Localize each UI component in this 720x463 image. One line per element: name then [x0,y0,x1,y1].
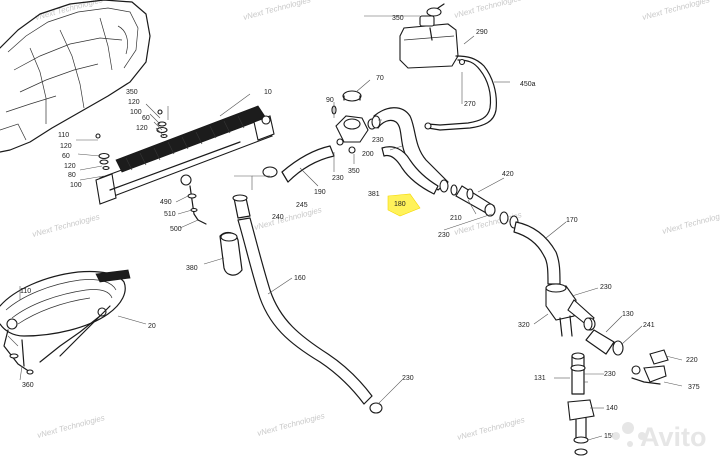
hose-381 [381,146,439,195]
callout-label: 20 [148,323,156,330]
callout-label: 140 [606,405,618,412]
highlight-marker-180 [387,193,421,217]
thermostat-assembly [331,90,377,154]
watermarks: vNext Technologies vNext Technologies vN… [31,0,720,442]
watermark-text: vNext Technologies [453,0,522,20]
callout-label: 120 [128,99,140,106]
callout-label: 375 [688,384,700,391]
callout-label: 230 [402,375,414,382]
callout-label: 190 [314,189,326,196]
callout-label: 100 [70,182,82,189]
watermark-text: vNext Technologies [456,415,525,442]
callout-label: 240 [272,214,284,221]
hose-170 [513,221,561,285]
callout-label: 241 [643,322,655,329]
callout-label: 420 [502,171,514,178]
radiator-fasteners [95,106,207,225]
callout-label: 170 [566,217,578,224]
clamp-241 [612,340,624,356]
callout-label: 230 [438,232,450,239]
avito-wordmark: Avito [640,422,707,452]
callout-label: 220 [686,357,698,364]
callout-label: 10 [264,89,272,96]
callout-label: 160 [294,275,306,282]
callout-labels: 350 290 450a 270 70 90 230 350 200 230 1… [20,15,700,440]
watermark-text: vNext Technologies [31,212,100,239]
avito-watermark: Avito [612,422,707,452]
callout-label: 120 [60,143,72,150]
callout-label: 60 [62,153,70,160]
watermark-text: vNext Technologies [256,411,325,438]
callout-label: 130 [622,311,634,318]
fitting-420 [439,179,519,229]
callout-label: 510 [164,211,176,218]
callout-label: 80 [68,172,76,179]
callout-label: 381 [368,191,380,198]
callout-label: 490 [160,199,172,206]
watermark-text: vNext Technologies [36,413,105,440]
hose-160 [237,217,373,405]
callout-label: 360 [22,382,34,389]
watermark-text: vNext Technologies [641,0,710,22]
callout-label: 230 [332,175,344,182]
callout-label: 90 [326,97,334,104]
hose-130 [585,329,615,355]
callout-label: 110 [58,132,69,139]
watermark-text: vNext Technologies [661,209,720,236]
watermark-text: vNext Technologies [253,205,322,232]
callout-label: 350 [392,15,404,22]
callout-label: 200 [362,151,374,158]
leader-lines [7,15,683,441]
clamp-230-lower [369,402,383,414]
callout-label: 320 [518,322,530,329]
clamp-230 [371,115,381,129]
coolant-reservoir [399,3,497,131]
callout-label: 70 [376,75,384,82]
radiator [95,105,275,205]
hose-131 [571,355,585,395]
callout-label: 290 [476,29,488,36]
callout-label: 150 [604,433,616,440]
callout-label: 270 [464,101,476,108]
hose-190 [281,145,335,183]
hose-200 [373,107,449,191]
callout-label: 380 [186,265,198,272]
callout-label: 245 [296,202,308,209]
callout-label-highlighted: 180 [394,201,406,208]
clamp-230-right [583,317,593,331]
bracket-220 [631,349,669,385]
callout-label: 120 [136,125,148,132]
callout-label: 100 [130,109,142,116]
callout-label: 230 [604,371,616,378]
callout-label: 110 [20,288,31,295]
callout-label: 500 [170,226,182,233]
callout-label: 230 [372,137,384,144]
watermark-text: vNext Technologies [34,0,103,22]
callout-label: 350 [348,168,360,175]
clamp-245 [262,166,278,178]
callout-label: 120 [64,163,76,170]
callout-label: 131 [534,375,546,382]
engine-housing [0,0,151,153]
watermark-text: vNext Technologies [242,0,311,22]
callout-label: 60 [142,115,150,122]
hose-190-end [281,171,289,183]
callout-label: 450a [520,81,536,88]
part-140 [567,399,595,421]
callout-label: 210 [450,215,462,222]
callout-label: 350 [126,89,138,96]
fan-shroud [0,269,131,375]
callout-label: 230 [600,284,612,291]
